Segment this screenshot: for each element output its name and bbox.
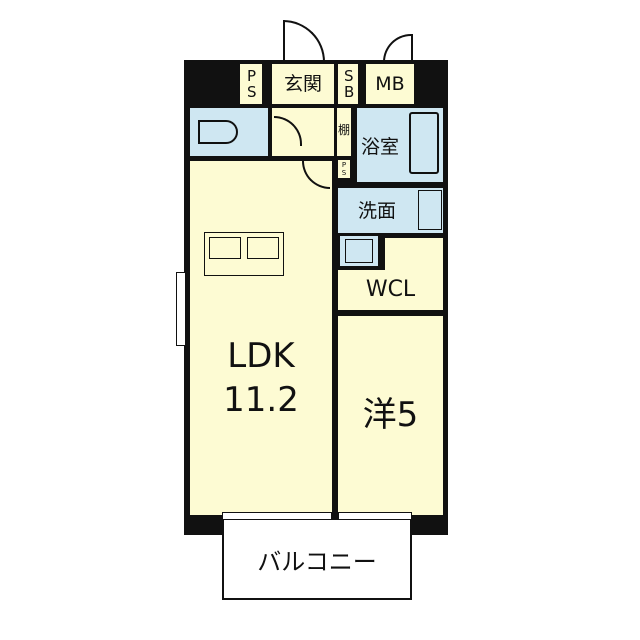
washer-icon [345,239,373,263]
room-mb: MB [366,64,414,104]
room-washroom: 洗面 [338,188,443,233]
hall-closet [272,108,334,156]
western-window [338,512,412,520]
room-ps-top: P S [240,64,262,104]
room-western: 洋5 [338,316,443,515]
room-wcl: WCL [338,270,443,310]
room-wcl-upper [385,238,443,272]
window [176,272,186,346]
mb-label: MB [375,73,405,95]
balcony-label: バルコニー [257,548,377,576]
room-sb: S B [338,64,358,104]
bathtub-icon [409,112,439,174]
entrance-door[interactable] [283,20,325,62]
ps-small-label: P S [341,161,347,177]
stove-icon [209,237,241,259]
room-ps-small: P S [338,160,350,178]
balcony: バルコニー [222,520,412,600]
sb-label: S B [344,67,355,101]
western-label: 洋5 [362,395,419,435]
toilet-icon [198,120,238,144]
ldk-label: LDK [227,336,295,376]
washbasin-icon [418,190,442,230]
kitchen-counter [204,232,284,276]
room-entrance: 玄関 [272,64,334,104]
mb-door[interactable] [383,34,413,62]
door-swing-icon [274,116,302,146]
room-bath: 浴室 [357,108,443,182]
room-ldk: LDK 11.2 [190,161,332,515]
laundry-space [340,236,378,266]
sink-icon [247,237,279,259]
room-shelf: 棚 [337,108,351,156]
door-swing-icon [302,161,330,189]
wcl-label: WCL [365,277,416,302]
washroom-label: 洗面 [358,200,397,222]
room-toilet [190,108,268,156]
bath-label: 浴室 [361,136,400,158]
shelf-label: 棚 [337,123,350,137]
ps-top-label: P S [247,67,257,101]
entrance-label: 玄関 [283,73,322,95]
ldk-window [222,512,332,520]
ldk-size: 11.2 [223,380,299,420]
